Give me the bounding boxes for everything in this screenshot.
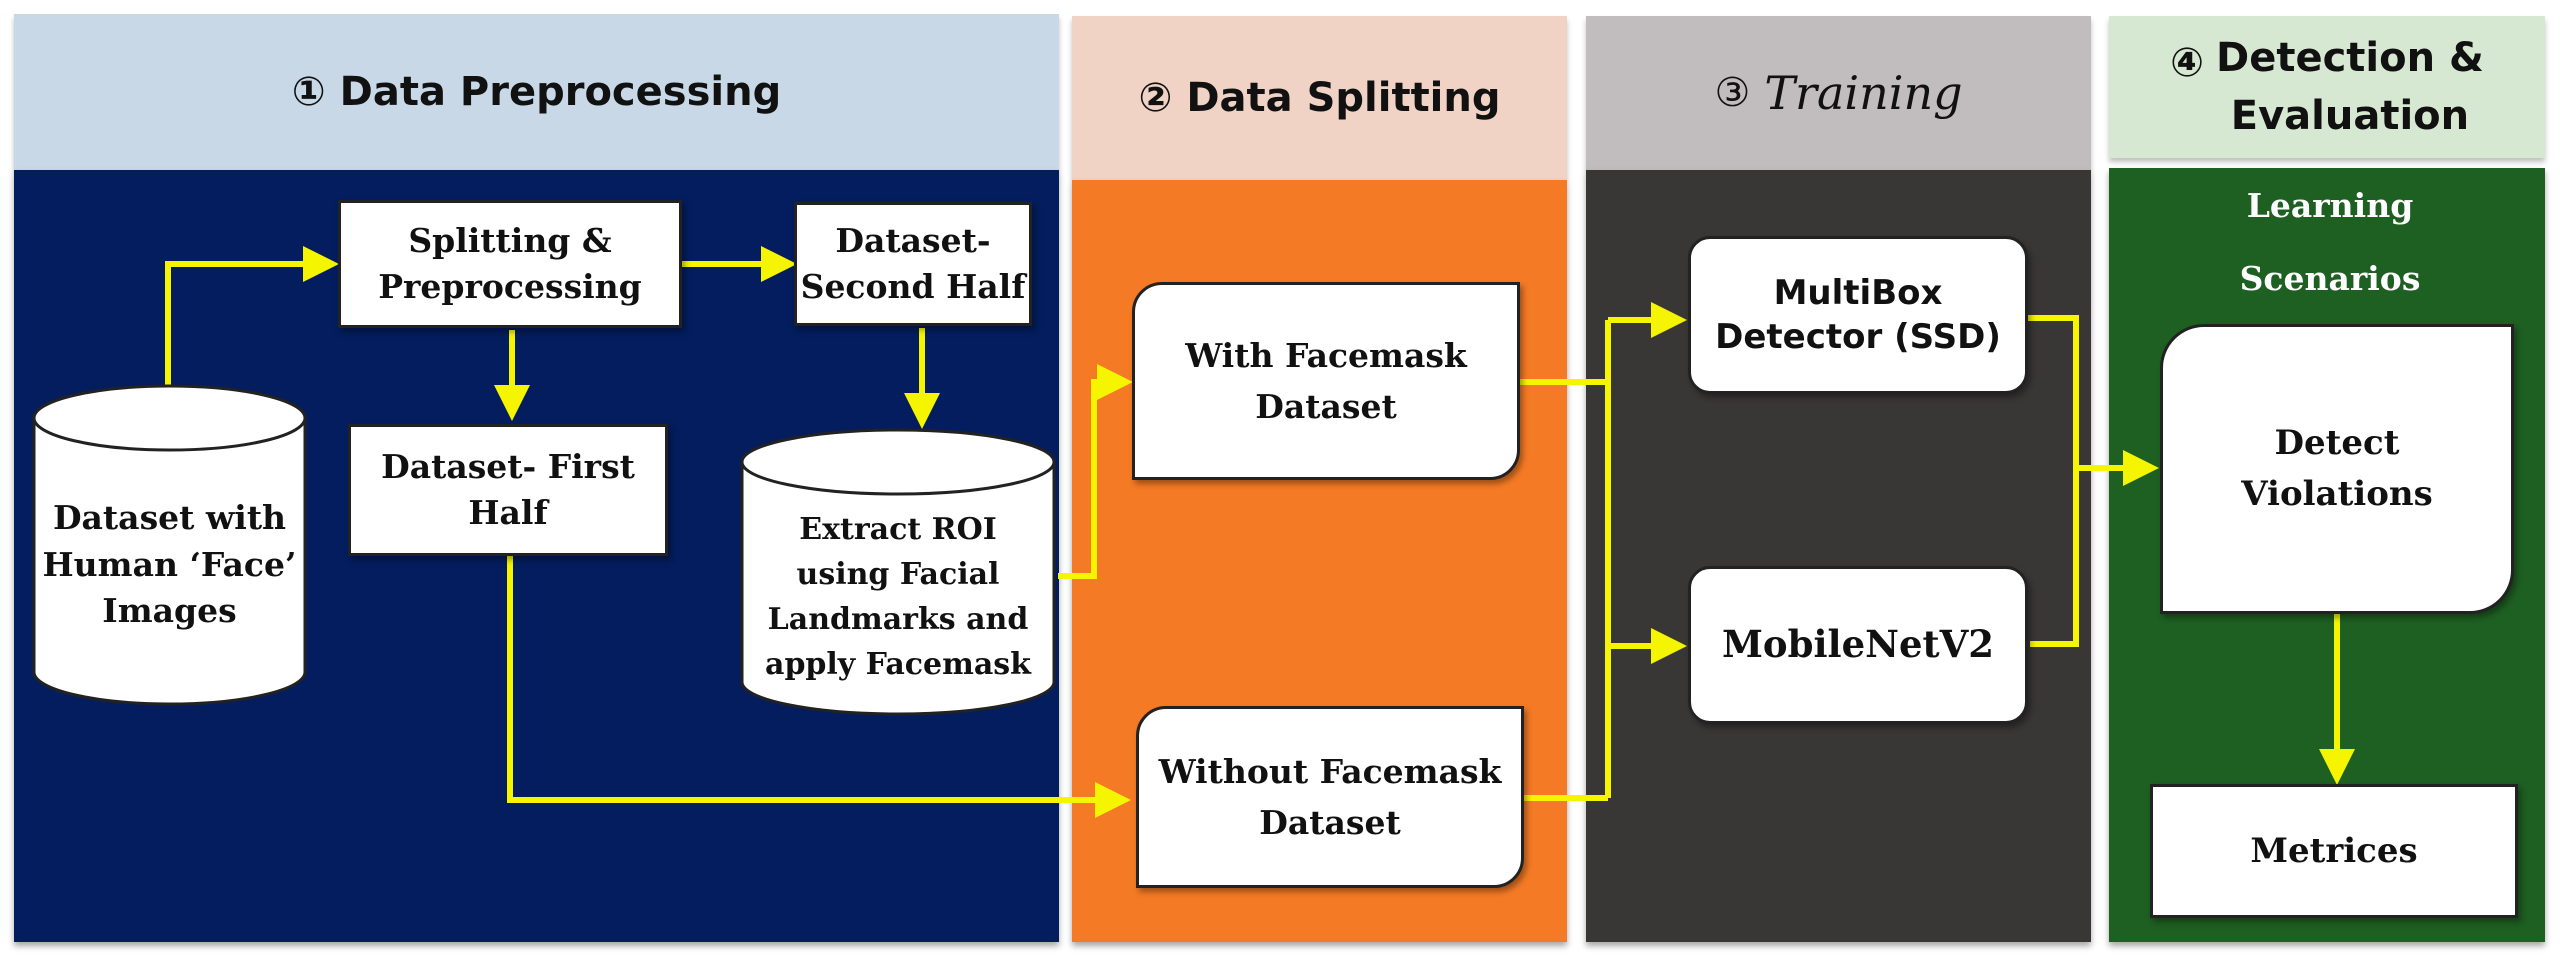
- stage-header-preprocessing: ① Data Preprocessing: [14, 14, 1059, 170]
- stage-number-preprocessing: ①: [291, 69, 326, 115]
- stage-title-training: Training: [1764, 66, 1963, 120]
- stage-number-splitting: ②: [1138, 75, 1173, 121]
- splitting-preprocessing-box: Splitting & Preprocessing: [338, 200, 682, 328]
- detect-violations-box: Detect Violations: [2160, 324, 2514, 614]
- cylinder-shape: [32, 384, 307, 706]
- stage-number-training: ③: [1714, 70, 1751, 116]
- stage-title-splitting: Data Splitting: [1186, 75, 1501, 121]
- dataset-faces-cylinder: Dataset with Human ‘Face’ Images: [32, 384, 307, 706]
- mobilenetv2-box: MobileNetV2: [1688, 566, 2028, 724]
- dataset-second-half-box: Dataset- Second Half: [794, 202, 1032, 326]
- multibox-detector-box: MultiBox Detector (SSD): [1688, 236, 2028, 394]
- without-facemask-dataset-box: Without Facemask Dataset: [1136, 706, 1524, 888]
- stage-title-detection: Detection & Evaluation: [2215, 35, 2484, 139]
- metrices-box: Metrices: [2150, 784, 2518, 918]
- stage-number-detection: ④: [2170, 40, 2204, 86]
- stage-header-splitting: ② Data Splitting: [1072, 16, 1567, 180]
- learning-scenarios-label: Learning Scenarios: [2239, 186, 2421, 298]
- extract-roi-cylinder: Extract ROI using Facial Landmarks and a…: [740, 428, 1056, 716]
- arrow-roi-to-with: [1058, 364, 1133, 579]
- arrow-dataset-to-splitting: [165, 246, 339, 388]
- arrow-multibox-to-merge: [2028, 315, 2079, 647]
- cylinder-shape: [740, 428, 1056, 716]
- stage-header-training: ③ Training: [1586, 16, 2091, 170]
- stage-header-detection: ④ Detection & Evaluation: [2109, 16, 2545, 158]
- extract-roi-label: Extract ROI using Facial Landmarks and a…: [765, 512, 1031, 682]
- arrow-first-half-to-without: [507, 554, 1131, 818]
- dataset-first-half-box: Dataset- First Half: [348, 424, 668, 556]
- with-facemask-dataset-box: With Facemask Dataset: [1132, 282, 1520, 480]
- dataset-faces-label: Dataset with Human ‘Face’ Images: [42, 497, 297, 631]
- stage-title-preprocessing: Data Preprocessing: [339, 69, 782, 115]
